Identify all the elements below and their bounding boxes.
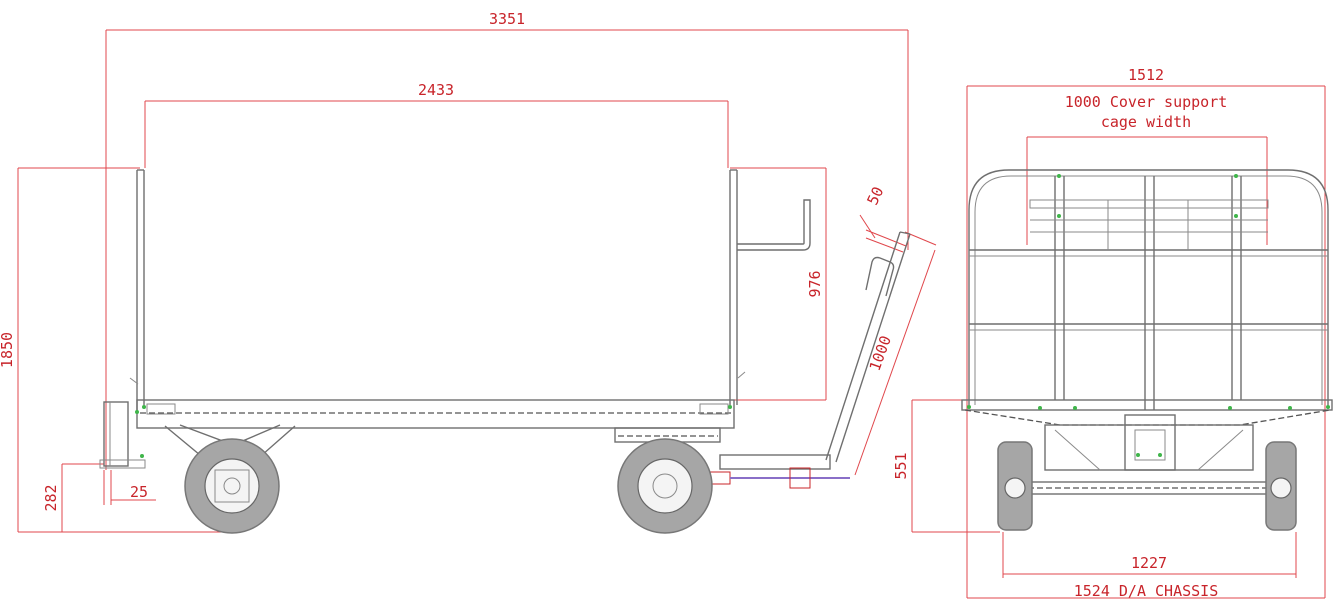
deck-height-label: 551 (892, 452, 910, 479)
overall-height-label: 1850 (0, 332, 16, 368)
track-width-label: 1227 (1131, 554, 1167, 572)
dim-cage-height: 976 (730, 167, 827, 401)
end-view: 1512 1000 Cover support cage width 551 1… (892, 66, 1333, 600)
dim-jack-offset: 25 (103, 470, 156, 505)
end-right-wheel (1265, 441, 1297, 531)
end-cage (968, 169, 1329, 410)
jack-offset-label: 25 (130, 483, 148, 501)
end-left-wheel (997, 441, 1033, 531)
cage-height-label: 976 (806, 270, 824, 297)
side-drawbar (825, 231, 911, 463)
side-rear-wheel (184, 438, 280, 534)
dim-overall-length: 3351 (105, 10, 909, 470)
ground-clearance-label: 282 (42, 484, 60, 511)
side-front-wheel (617, 438, 713, 534)
end-markers (967, 174, 1330, 457)
dim-track-width: 1227 (1002, 532, 1297, 578)
dim-overall-width: 1512 (966, 66, 1326, 598)
dim-overall-height: 1850 (0, 167, 240, 533)
dim-chassis-width: 1524 D/A CHASSIS (967, 582, 1325, 600)
cage-length-label: 2433 (418, 81, 454, 99)
dim-drawbar-eye: 50 (859, 184, 907, 253)
dim-ground-clearance: 282 (42, 463, 104, 532)
dim-cover-support: 1000 Cover support cage width (1026, 93, 1268, 245)
drawbar-length-label: 1000 (866, 333, 895, 373)
dim-drawbar-length: 1000 (854, 231, 937, 476)
dim-deck-height: 551 (892, 399, 1000, 533)
side-cage (129, 169, 811, 412)
side-view: 3351 2433 1850 976 1000 (0, 10, 937, 534)
chassis-width-label: 1524 D/A CHASSIS (1074, 582, 1219, 600)
side-markers (135, 405, 732, 458)
drawbar-eye-label: 50 (863, 184, 887, 208)
dim-cage-length: 2433 (144, 81, 729, 168)
cover-support-line2: cage width (1101, 113, 1191, 131)
overall-width-label: 1512 (1128, 66, 1164, 84)
overall-length-label: 3351 (489, 10, 525, 28)
cover-support-line1: 1000 Cover support (1065, 93, 1228, 111)
